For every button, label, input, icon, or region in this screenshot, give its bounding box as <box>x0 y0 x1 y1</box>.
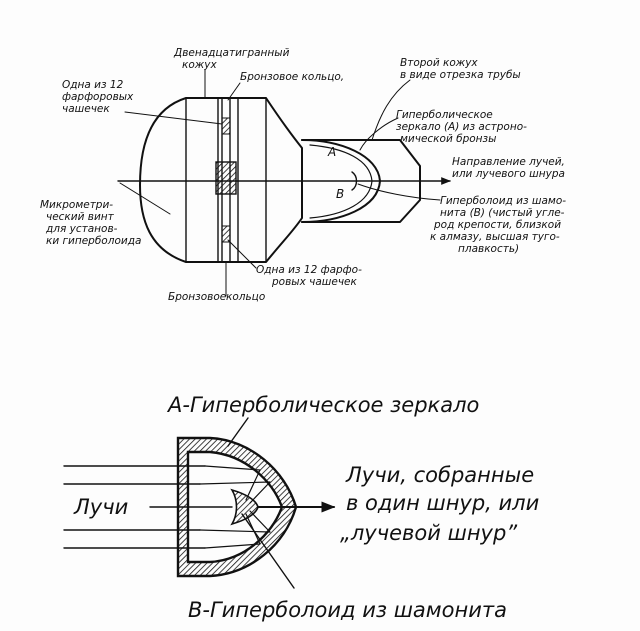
top-device-drawing: А В <box>117 97 451 263</box>
label-bronze-ring-bottom: Бронзовое кольцо <box>168 291 265 303</box>
reflected-ray <box>199 510 271 533</box>
label-hyperbolic-mirror: Гиперболическое зеркало (А) из астроно- … <box>396 109 530 145</box>
label-rays: Лучи <box>73 495 128 519</box>
label-ray-direction: Направление лучей, или лучевого шнура <box>452 156 568 180</box>
bottom-cross-section <box>63 417 336 589</box>
porcelain-cup-middle <box>215 161 237 195</box>
label-bronze-ring-top: Бронзовое кольцо, <box>240 71 344 83</box>
label-porcelain-cups-bottom: Одна из 12 фарфо- ровых чашечек <box>256 264 365 288</box>
letter-a: А <box>327 145 336 159</box>
leader-hyperboloid <box>357 183 441 201</box>
label-dodecagonal-casing: Двенадцатигранный кожух <box>173 47 293 71</box>
second-casing-tube <box>301 139 421 223</box>
porcelain-cup-bottom <box>221 225 231 243</box>
label-porcelain-cups-left: Одна из 12 фарфоровых чашечек <box>62 79 137 115</box>
leader-cups-bottom <box>227 239 257 269</box>
porcelain-cup-top <box>221 117 231 135</box>
letter-b: В <box>336 187 344 201</box>
label-collected-rays: Лучи, собранные в один шнур, или „лучево… <box>340 463 546 545</box>
dodecagonal-casing <box>139 97 303 263</box>
reflected-ray <box>199 481 271 504</box>
leader-title-b <box>241 513 295 589</box>
label-hyperboloid-shamonite: Гиперболоид из шамо- нита (В) (чистый уг… <box>430 195 569 255</box>
hyperboloid-cross-section <box>230 488 259 526</box>
leader-mirror <box>359 117 399 151</box>
reflected-ray <box>204 513 261 549</box>
label-second-casing: Второй кожух в виде отрезка трубы <box>400 57 521 81</box>
reflected-ray <box>204 465 261 501</box>
top-leader-lines <box>119 69 441 297</box>
title-hyperboloid-shamonite: В-Гиперболоид из шамонита <box>188 598 507 622</box>
leader-micrometer <box>119 182 171 215</box>
leader-bronze-ring-top <box>227 82 241 101</box>
title-hyperbolic-mirror: А-Гиперболическое зеркало <box>166 393 479 417</box>
leader-title-a <box>227 417 249 447</box>
leader-cups-left <box>124 111 223 125</box>
label-micrometric-screw: Микрометри- ческий винт для установ- ки … <box>40 199 141 247</box>
